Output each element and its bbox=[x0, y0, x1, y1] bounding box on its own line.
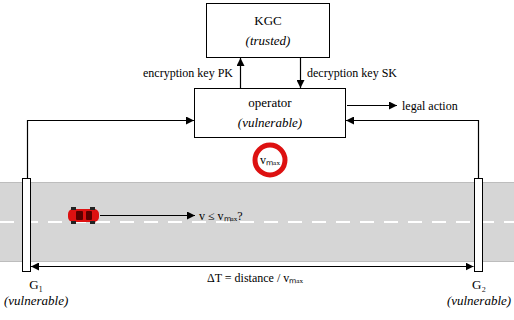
gantry-name: G₂ bbox=[447, 277, 511, 293]
road-edge bbox=[0, 182, 514, 183]
connector-arrow bbox=[31, 266, 474, 267]
action-arrow bbox=[347, 105, 397, 106]
box-note: (vulnerable) bbox=[238, 115, 302, 131]
speed-limit-sign: vₘₐₓ bbox=[252, 142, 288, 178]
gantry-note: (vulnerable) bbox=[4, 293, 68, 309]
gantry-post: G₂(vulnerable) bbox=[474, 178, 483, 272]
speed-question: v ≤ vₘₐₓ? bbox=[199, 209, 243, 223]
box-note: (trusted) bbox=[246, 33, 291, 49]
speed-arrow bbox=[100, 215, 195, 216]
gantry-caption: G₂(vulnerable) bbox=[447, 277, 511, 309]
connector-arrow bbox=[346, 121, 479, 179]
operator-box: operator (vulnerable) bbox=[194, 88, 346, 138]
gantry-name: G₁ bbox=[4, 277, 68, 293]
road-edge bbox=[0, 261, 514, 262]
edge-label: encryption key PK bbox=[143, 66, 233, 80]
gantry-caption: G₁(vulnerable) bbox=[4, 277, 68, 309]
gantry-post: G₁(vulnerable) bbox=[22, 178, 31, 272]
road bbox=[0, 182, 514, 262]
kgc-box: KGC (trusted) bbox=[206, 3, 330, 58]
edge-label: ΔT = distance / vₘₐₓ bbox=[207, 271, 303, 285]
connector-arrow bbox=[240, 58, 241, 88]
sign-text: vₘₐₓ bbox=[260, 152, 280, 168]
box-title: KGC bbox=[254, 13, 281, 29]
action-label: legal action bbox=[402, 99, 458, 113]
gantry-note: (vulnerable) bbox=[447, 293, 511, 309]
car bbox=[68, 207, 99, 224]
edge-label: decryption key SK bbox=[307, 66, 397, 80]
connector-arrow bbox=[300, 58, 301, 88]
connector-arrow bbox=[28, 121, 195, 179]
box-title: operator bbox=[248, 95, 291, 111]
